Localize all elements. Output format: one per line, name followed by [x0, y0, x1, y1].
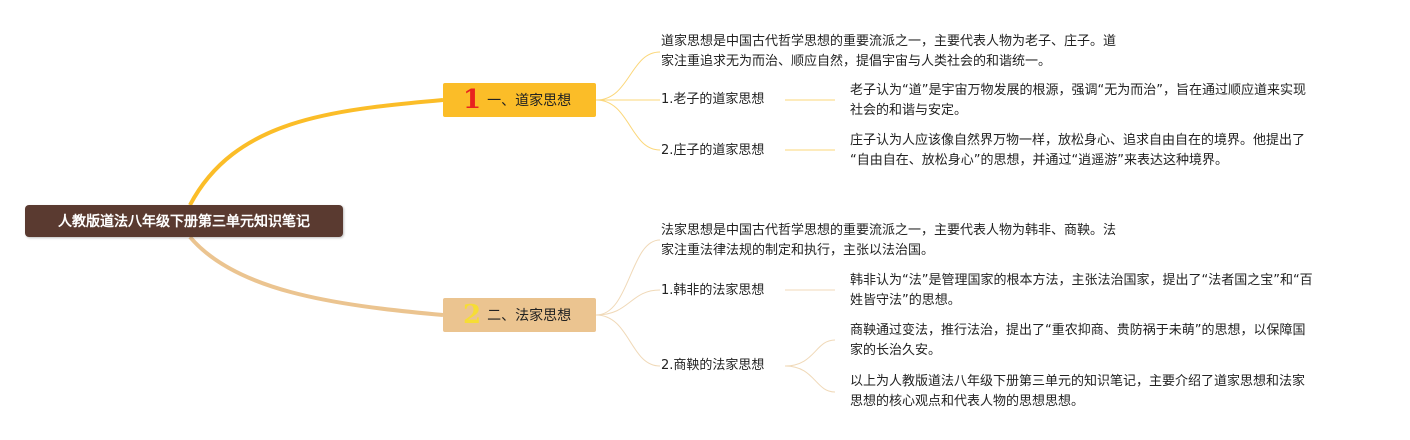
intro-daoism: 道家思想是中国古代哲学思想的重要流派之一，主要代表人物为老子、庄子。道 家注重追…	[661, 34, 1117, 69]
branch-legalism[interactable]: 2 二、法家思想	[443, 298, 596, 332]
branch-label: 一、道家思想	[487, 93, 572, 109]
branch2-intro-link	[595, 239, 661, 316]
child-shangyang-detail1-link	[784, 339, 836, 367]
root-branch1-link	[188, 98, 444, 206]
branch2-child2-link	[595, 314, 661, 367]
detail-laozi: 老子认为“道”是宇宙万物发展的根源，强调“无为而治”，旨在通过顺应道来实现 社会…	[850, 83, 1306, 118]
branch2-child1-link	[595, 289, 661, 316]
detail-hanfei: 韩非认为“法”是管理国家的根本方法，主张法治国家，提出了“法者国之宝”和“百 姓…	[850, 273, 1313, 308]
branch-label: 二、法家思想	[487, 308, 572, 324]
child-laozi[interactable]: 1.老子的道家思想	[661, 92, 765, 107]
child-shangyang-detail2-link	[784, 365, 836, 393]
branch1-child2-link	[595, 99, 661, 151]
child-zhuangzi[interactable]: 2.庄子的道家思想	[661, 143, 765, 158]
intro-legalism: 法家思想是中国古代哲学思想的重要流派之一，主要代表人物为韩非、商鞅。法 家注重法…	[661, 223, 1117, 258]
branch-number-1: 1	[463, 85, 482, 115]
root-node[interactable]: 人教版道法八年级下册第三单元知识笔记	[25, 205, 343, 237]
branch1-intro-link	[595, 51, 661, 101]
root-branch2-link	[188, 235, 444, 317]
branch-number-2: 2	[463, 300, 482, 330]
child-hanfei[interactable]: 1.韩非的法家思想	[661, 283, 765, 298]
root-title: 人教版道法八年级下册第三单元知识笔记	[58, 214, 310, 230]
child-shangyang[interactable]: 2.商鞅的法家思想	[661, 358, 765, 373]
detail-zhuangzi: 庄子认为人应该像自然界万物一样，放松身心、追求自由自在的境界。他提出了 “自由自…	[850, 133, 1306, 168]
branch-daoism[interactable]: 1 一、道家思想	[443, 83, 596, 117]
detail-shangyang: 商鞅通过变法，推行法治，提出了“重农抑商、贵防祸于未萌”的思想，以保障国 家的长…	[850, 323, 1306, 358]
detail-summary: 以上为人教版道法八年级下册第三单元的知识笔记，主要介绍了道家思想和法家 思想的核…	[850, 374, 1306, 409]
